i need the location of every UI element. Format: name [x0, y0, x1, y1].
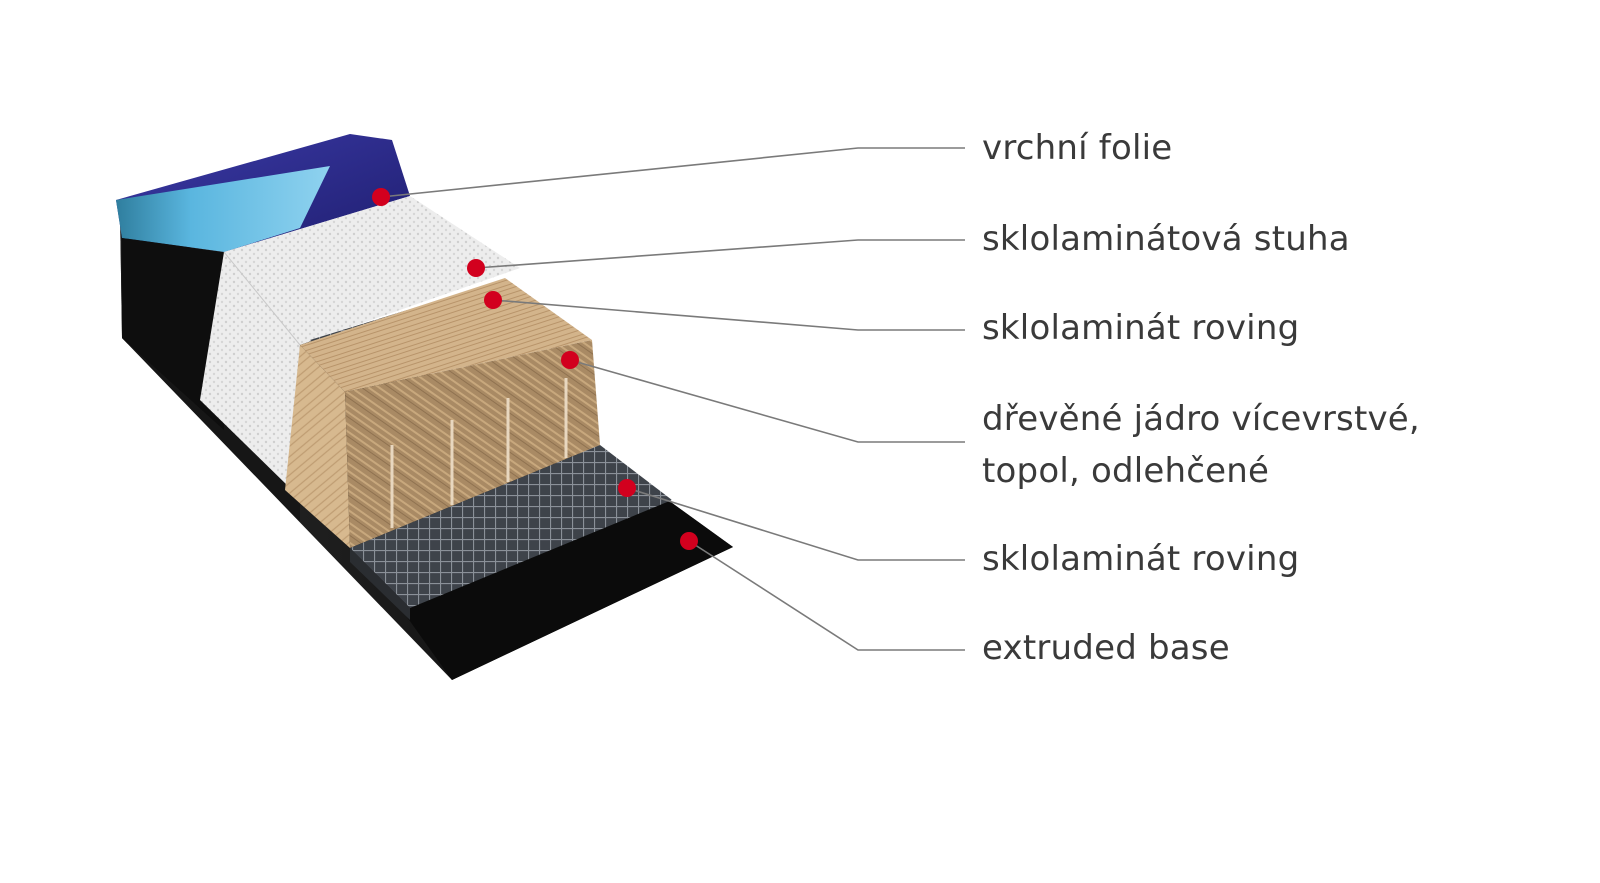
marker-fiberglass-roving-top	[484, 291, 502, 309]
label-top-foil: vrchní folie	[982, 122, 1172, 174]
fiberglass-roving-bottom-layer	[350, 445, 672, 620]
label-wood-core-line-2: topol, odlehčené	[982, 451, 1270, 491]
label-fiberglass-roving-top: sklolaminát roving	[982, 302, 1299, 354]
label-fiberglass-roving-bottom: sklolaminát roving	[982, 533, 1299, 585]
top-foil-layer	[116, 134, 410, 430]
label-base: extruded base	[982, 622, 1230, 674]
label-base-line-1: extruded base	[982, 628, 1230, 668]
leader-line-base	[688, 540, 965, 651]
label-wood-core: dřevěné jádro vícevrstvé, topol, odlehče…	[982, 393, 1420, 497]
label-fiberglass-ribbon: sklolaminátová stuha	[982, 213, 1350, 265]
leader-line-fiberglass-roving-top	[492, 299, 965, 331]
leader-lines	[380, 147, 965, 651]
leader-line-fiberglass-roving-bottom	[626, 487, 965, 561]
markers	[372, 188, 698, 550]
label-fiberglass-ribbon-line-1: sklolaminátová stuha	[982, 219, 1350, 259]
label-top-foil-line-1: vrchní folie	[982, 128, 1173, 168]
leader-line-wood-core	[569, 359, 965, 443]
marker-base	[680, 532, 698, 550]
marker-fiberglass-ribbon	[467, 259, 485, 277]
marker-fiberglass-roving-bottom	[618, 479, 636, 497]
label-fiberglass-roving-bottom-line-1: sklolaminát roving	[982, 539, 1300, 579]
leader-line-top-foil	[380, 147, 965, 198]
marker-wood-core	[561, 351, 579, 369]
leader-line-fiberglass-ribbon	[475, 239, 965, 269]
fiberglass-ribbon-layer	[200, 196, 520, 488]
wood-core-layer	[285, 278, 600, 548]
label-fiberglass-roving-top-line-1: sklolaminát roving	[982, 308, 1300, 348]
marker-top-foil	[372, 188, 390, 206]
label-wood-core-line-1: dřevěné jádro vícevrstvé,	[982, 399, 1420, 439]
